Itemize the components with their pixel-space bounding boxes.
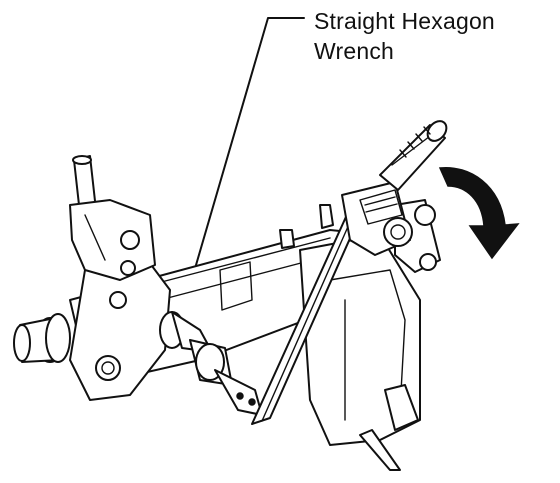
- mounting-bracket: [359, 384, 419, 471]
- callout-leader-line: [179, 17, 305, 321]
- right-flange: [279, 199, 441, 273]
- rotation-arrow: [438, 167, 520, 260]
- torque-wrench-bar: [251, 120, 448, 425]
- straight-hexagon-wrench: [159, 311, 263, 416]
- callout-line-2: Wrench: [314, 38, 395, 64]
- callout-label: Straight Hexagon Wrench: [314, 6, 495, 66]
- steering-rack-housing: [13, 229, 421, 446]
- callout-line-1: Straight Hexagon: [314, 8, 495, 34]
- pinion-shaft: [69, 155, 156, 281]
